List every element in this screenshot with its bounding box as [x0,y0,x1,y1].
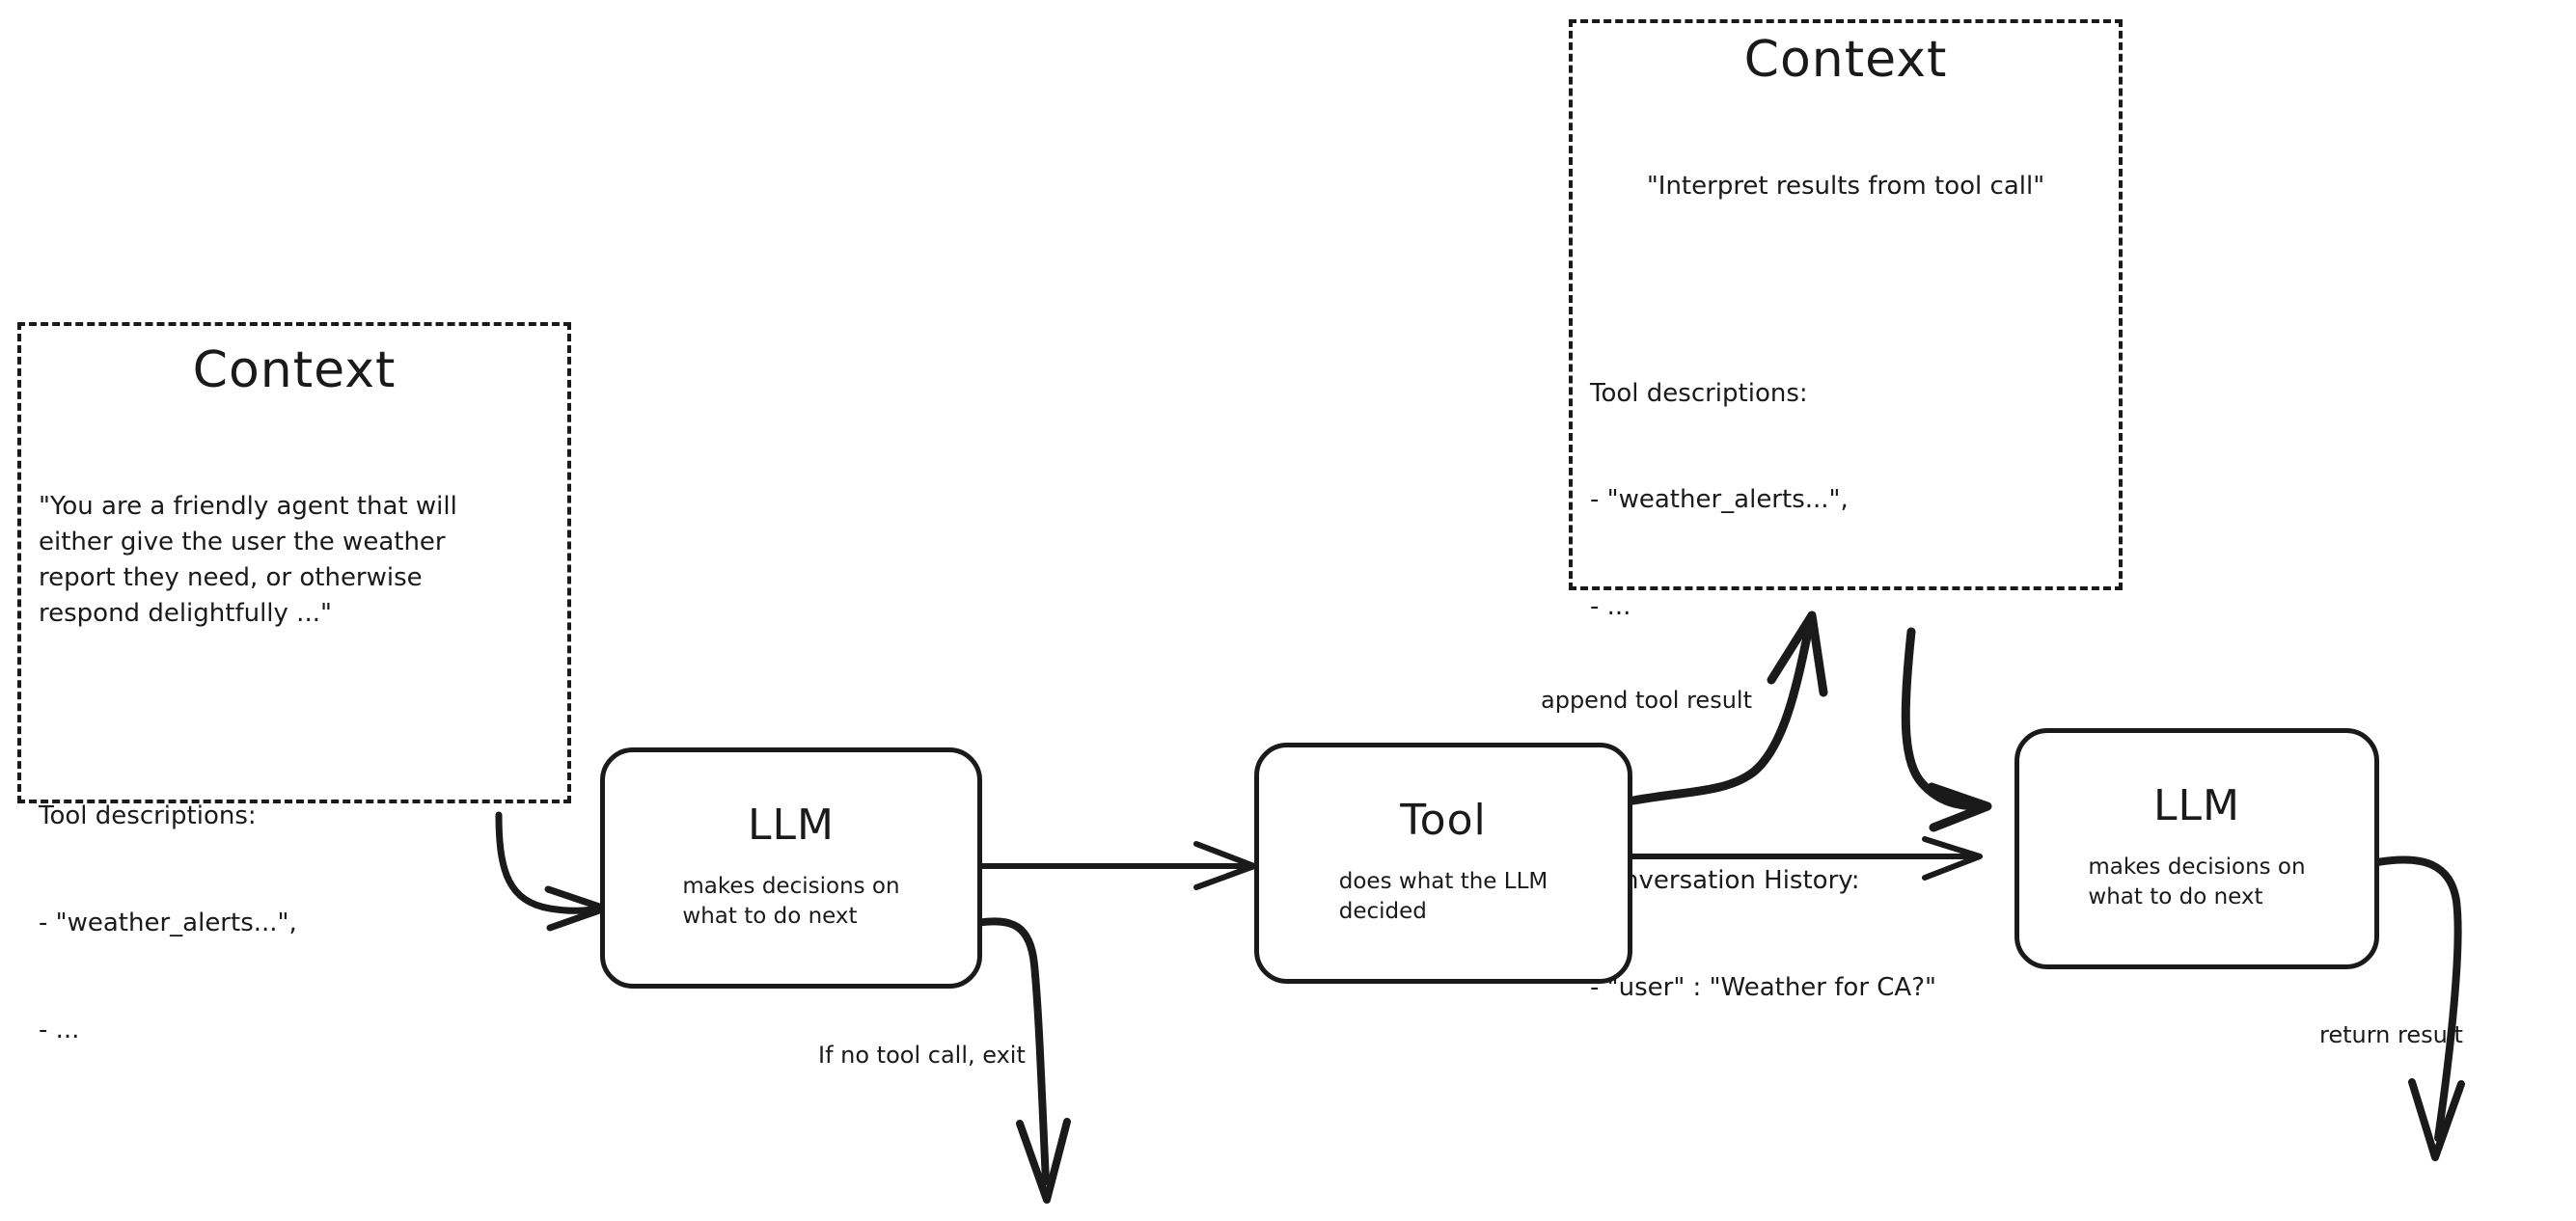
edge-label-append-tool-result: append tool result [1541,687,1752,714]
node-tool[interactable]: Tool does what the LLM decided [1254,743,1632,984]
context-left-system-prompt: "You are a friendly agent that will eith… [39,492,457,628]
edge-return-result [2373,855,2465,1161]
context-right-history-item: - "user" : "Weather for CA?" [1590,973,1936,1003]
node-llm-first[interactable]: LLM makes decisions on what to do next [600,747,982,989]
context-right-system-prompt: "Interpret results from tool call" [1646,172,2045,201]
context-right-tool-header: Tool descriptions: [1590,378,1808,408]
context-right-tool-item: - "weather_alerts...", [1590,485,1849,515]
context-right-history-section: Conversation History: - "user" : "Weathe… [1590,793,2101,1077]
context-left-tool-item: - ... [39,1015,80,1045]
context-left-tool-header: Tool descriptions: [39,801,257,831]
context-box-right: Context "Interpret results from tool cal… [1569,19,2123,1002]
edge-label-return-result: return result [2319,1021,2463,1048]
node-llm-first-title: LLM [748,800,835,850]
node-llm-first-subtitle: makes decisions on what to do next [682,873,900,929]
context-left-tool-item: - "weather_alerts...", [39,908,297,937]
context-right-tool-item: - ... [1590,591,1631,621]
context-left-body: "You are a friendly agent that will eith… [21,398,567,1221]
node-tool-subtitle: does what the LLM decided [1338,868,1548,924]
node-tool-title: Tool [1400,795,1487,845]
node-llm-second-title: LLM [2153,780,2240,830]
context-left-tool-section: Tool descriptions: - "weather_alerts..."… [39,727,550,1119]
context-box-left: Context "You are a friendly agent that w… [17,322,571,1045]
node-llm-second-subtitle: makes decisions on what to do next [2088,854,2306,909]
edge-label-exit: If no tool call, exit [818,1042,1026,1069]
context-right-tool-section: Tool descriptions: - "weather_alerts..."… [1590,305,2101,696]
node-llm-second[interactable]: LLM makes decisions on what to do next [2014,728,2379,969]
context-right-tool-result-section: - "tool_result": { "state": "CA", [ { "r… [1590,1170,2101,1221]
context-left-history-section: Conversation History: - "user" : "Weathe… [39,1215,550,1221]
context-left-title: Context [192,341,397,399]
context-right-body: "Interpret results from tool call" Tool … [1573,88,2119,1221]
edge-llm-to-tool [979,841,1257,890]
context-right-title: Context [1743,31,1948,89]
